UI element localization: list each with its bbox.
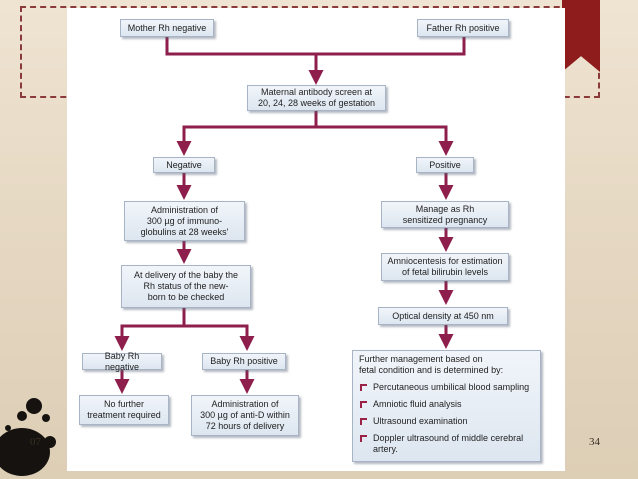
parents-join-line [165,37,466,56]
slide-number: 34 [589,436,600,448]
maternal-antibody-screen-box: Maternal antibody screen at 20, 24, 28 w… [247,85,386,111]
positive-box: Positive [416,157,474,173]
no-further-treatment-box: No further treatment required [79,395,169,425]
arrow-to-baby-positive [184,324,255,351]
management-item-text: Ultrasound examination [373,416,468,426]
arrow-to-negative [176,111,318,156]
amniocentesis-box: Amniocentesis for estimation of fetal bi… [381,253,509,281]
anti-d-administration-box: Administration of 300 µg of anti-D withi… [191,395,299,436]
management-item: Percutaneous umbilical blood sampling [359,382,534,393]
management-item-text: Doppler ultrasound of middle cerebral ar… [373,433,524,454]
ink-splash-decoration [0,398,56,476]
baby-rh-positive-box: Baby Rh positive [202,353,286,370]
father-rh-positive-box: Father Rh positive [417,19,509,37]
baby-rh-negative-box: Baby Rh negative [82,351,162,372]
manage-sensitized-pregnancy-box: Manage as Rh sensitized pregnancy [381,201,509,228]
delivery-rh-check-box: At delivery of the baby the Rh status of… [121,265,251,308]
management-item: Amniotic fluid analysis [359,399,534,410]
rh-management-flowchart: Mother Rh negative Father Rh positive Ma… [67,8,565,471]
slide-footer-date: 07 [30,436,41,448]
arrow-to-baby-negative [114,308,186,351]
optical-density-box: Optical density at 450 nm [378,307,508,325]
immunoglobulin-administration-box: Administration of 300 µg of immuno- glob… [124,201,245,241]
negative-box: Negative [153,157,215,173]
management-item: Ultrasound examination [359,416,534,427]
management-item: Doppler ultrasound of middle cerebral ar… [359,433,534,455]
bullet-icon [360,401,367,408]
management-item-text: Amniotic fluid analysis [373,399,462,409]
arrow-to-positive [316,125,454,156]
bullet-icon [360,435,367,442]
bullet-icon [360,384,367,391]
flowchart-connectors [114,37,466,394]
further-management-box: Further management based on fetal condit… [352,350,541,462]
management-item-text: Percutaneous umbilical blood sampling [373,382,530,392]
further-management-heading: Further management based on fetal condit… [359,354,504,375]
mother-rh-negative-box: Mother Rh negative [120,19,214,37]
bullet-icon [360,418,367,425]
